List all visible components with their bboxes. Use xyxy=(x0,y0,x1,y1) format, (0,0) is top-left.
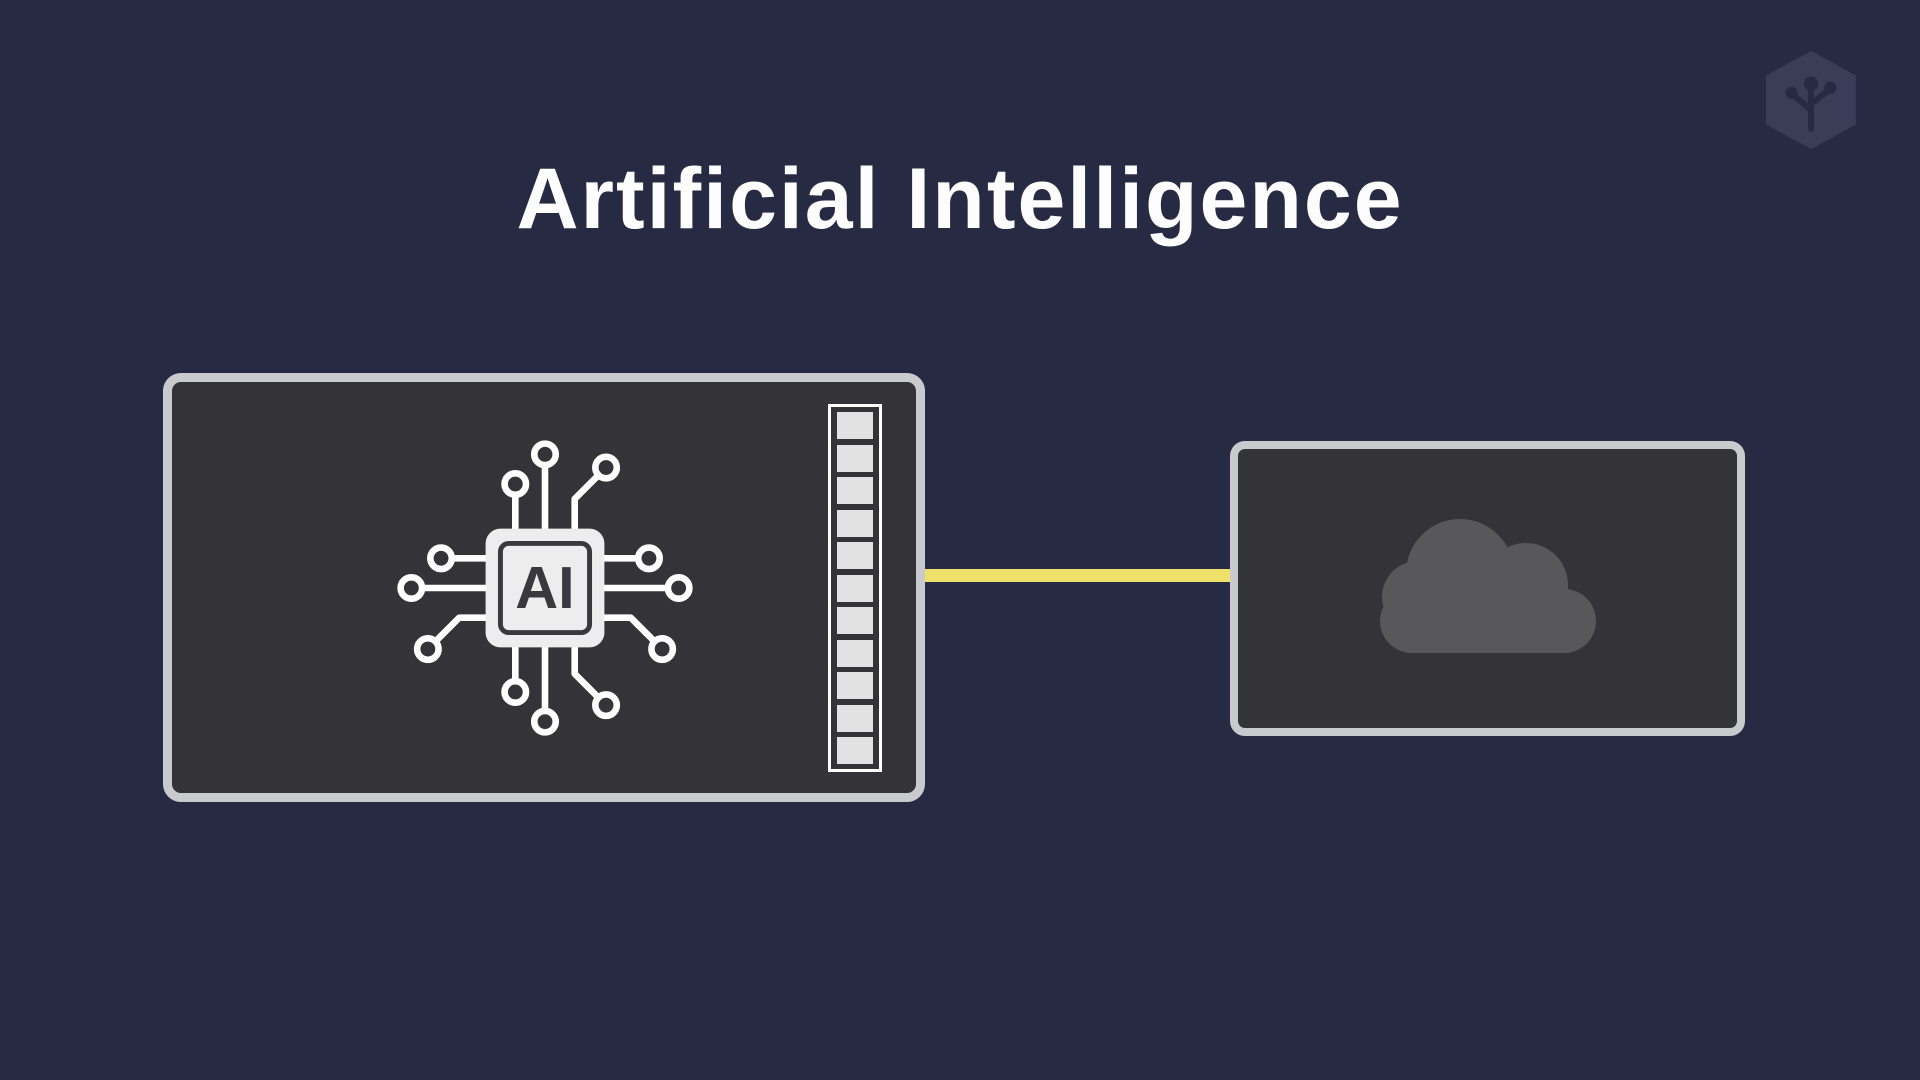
port-segment xyxy=(837,412,873,439)
port-segment xyxy=(837,509,873,537)
port-segment xyxy=(837,672,873,699)
port-segment xyxy=(837,477,873,504)
ai-chip-icon: AI xyxy=(397,440,693,736)
port-strip xyxy=(828,404,882,772)
chip-label: AI xyxy=(515,554,574,621)
port-segment xyxy=(837,444,873,472)
ai-device-panel: AI xyxy=(163,373,925,802)
device-to-cloud-connector xyxy=(920,569,1236,582)
port-segment xyxy=(837,542,873,569)
cloud-icon xyxy=(1380,519,1596,653)
port-segment xyxy=(837,574,873,602)
port-segment xyxy=(837,737,873,764)
page-title: Artificial Intelligence xyxy=(516,150,1404,247)
brand-logo-icon xyxy=(1766,51,1856,149)
port-segment xyxy=(837,639,873,667)
cloud-panel xyxy=(1230,441,1745,736)
port-segment xyxy=(837,704,873,732)
port-segment xyxy=(837,607,873,634)
